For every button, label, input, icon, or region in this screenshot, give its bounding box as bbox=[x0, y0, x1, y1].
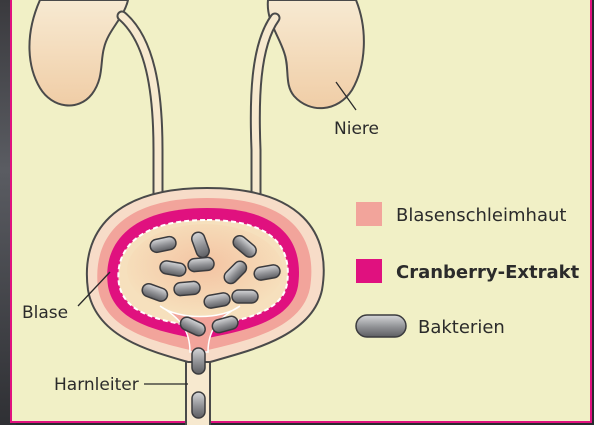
legend-bacteria-swatch bbox=[356, 315, 406, 337]
left-kidney bbox=[29, 0, 128, 105]
bacterium bbox=[192, 392, 205, 418]
bacterium bbox=[188, 257, 215, 272]
legend: Blasenschleimhaut Cranberry-Extrakt Bakt… bbox=[356, 202, 580, 338]
bacterium bbox=[232, 290, 258, 303]
legend-mucosa-label: Blasenschleimhaut bbox=[396, 205, 566, 226]
bladder-label: Blase bbox=[22, 303, 68, 323]
legend-bacteria-label: Bakterien bbox=[418, 317, 505, 338]
legend-cranberry-swatch bbox=[356, 259, 382, 283]
legend-cranberry-label: Cranberry-Extrakt bbox=[396, 262, 580, 283]
bacterium bbox=[174, 281, 201, 296]
legend-mucosa-swatch bbox=[356, 202, 382, 226]
ureter-label: Harnleiter bbox=[54, 375, 139, 395]
right-kidney bbox=[268, 0, 364, 108]
kidney-label: Niere bbox=[334, 119, 379, 139]
bacterium bbox=[192, 348, 205, 374]
